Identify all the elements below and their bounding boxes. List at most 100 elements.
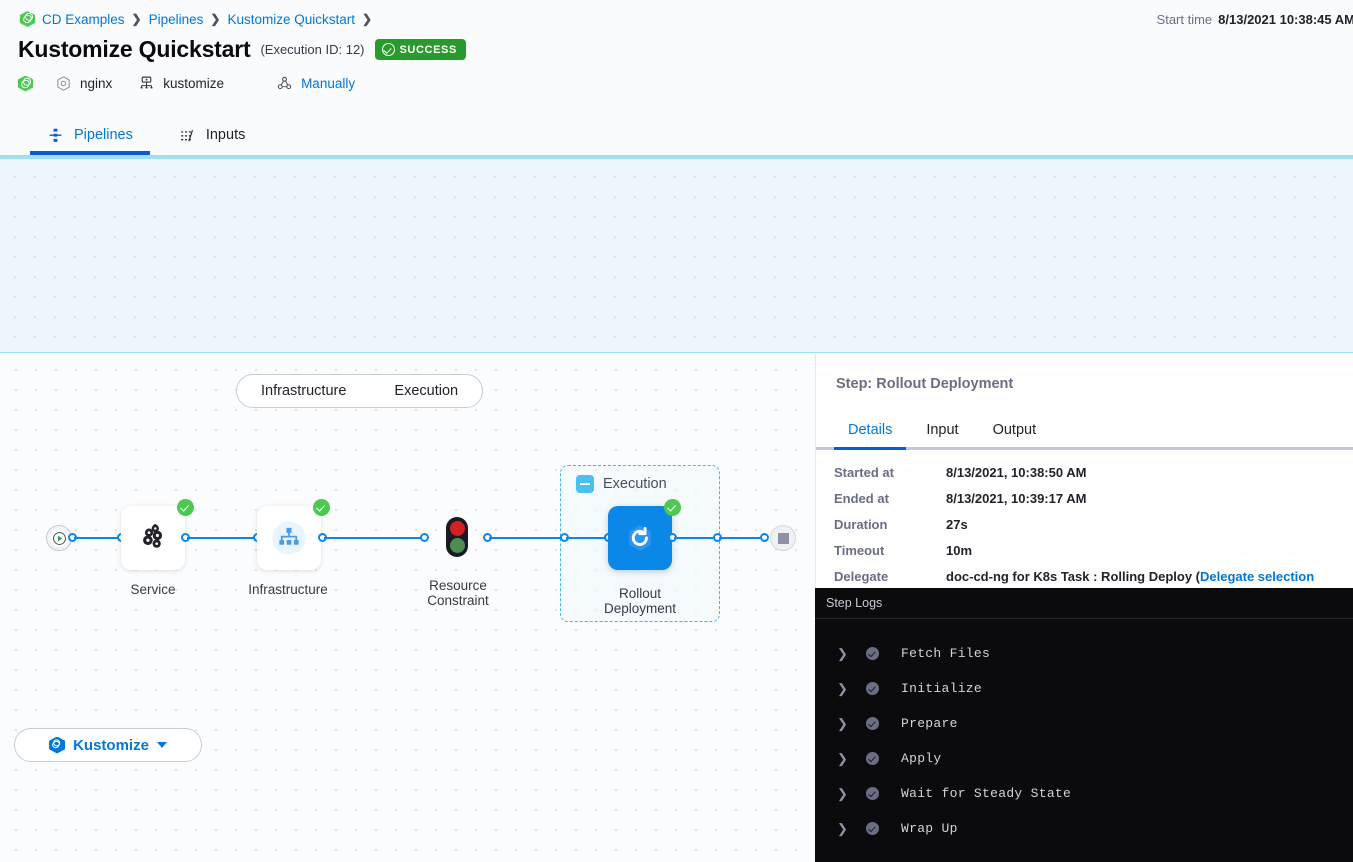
- success-check-icon: [664, 499, 681, 516]
- traffic-light-green-icon: [449, 538, 465, 553]
- status-badge-label: SUCCESS: [399, 43, 457, 56]
- meta-environment-label: kustomize: [163, 76, 225, 91]
- edge: [674, 537, 716, 539]
- step-logs-header: Step Logs: [815, 588, 1353, 619]
- tab-inputs[interactable]: Inputs: [162, 116, 263, 154]
- execution-node-infrastructure[interactable]: [257, 499, 330, 570]
- log-row[interactable]: ❯ Fetch Files: [815, 636, 1353, 671]
- detail-value-timeout: 10m: [946, 543, 973, 558]
- chevron-right-icon[interactable]: ❯: [837, 680, 848, 696]
- success-check-icon: [866, 682, 879, 695]
- edge: [719, 537, 764, 539]
- rollout-icon: [629, 525, 651, 551]
- meta-row: nginx kustomize Manually: [18, 75, 355, 92]
- log-row-label: Initialize: [901, 681, 983, 696]
- edge: [566, 537, 608, 539]
- detail-key-ended-at: Ended at: [834, 491, 889, 506]
- success-check-icon: [866, 822, 879, 835]
- execution-end-node: [770, 525, 796, 551]
- detail-row: Started at 8/13/2021, 10:38:50 AM: [834, 464, 1344, 481]
- detail-key-timeout: Timeout: [834, 543, 885, 558]
- breadcrumb-item-pipelines[interactable]: Pipelines: [148, 11, 204, 27]
- edge: [74, 537, 120, 539]
- detail-value-ended-at: 8/13/2021, 10:39:17 AM: [946, 491, 1087, 506]
- execution-node-rollout-deployment[interactable]: [608, 499, 681, 570]
- step-detail-tabs: Details Input Output: [816, 414, 1353, 450]
- execution-id: (Execution ID: 12): [260, 42, 365, 57]
- page-header: CD Examples ❯ Pipelines ❯ Kustomize Quic…: [0, 0, 1353, 155]
- stage-selector-label: Kustomize: [73, 736, 149, 754]
- pipeline-canvas[interactable]: Kustomize: [0, 155, 1353, 453]
- harness-hex-icon: [49, 736, 66, 754]
- detail-value-started-at: 8/13/2021, 10:38:50 AM: [946, 465, 1087, 480]
- tab-details[interactable]: Details: [834, 414, 907, 450]
- stage-selector-button[interactable]: Kustomize: [14, 728, 202, 762]
- detail-key-duration: Duration: [834, 517, 888, 532]
- traffic-light-red-icon: [449, 521, 465, 536]
- log-row[interactable]: ❯ Prepare: [815, 706, 1353, 741]
- meta-trigger-label: Manually: [301, 76, 356, 91]
- execution-group-header[interactable]: Execution: [576, 475, 667, 493]
- edge: [187, 537, 259, 539]
- step-logs-panel: Step Logs ❯ Fetch Files ❯ Initialize ❯ P…: [815, 588, 1353, 862]
- pipeline-icon: [49, 128, 62, 142]
- chevron-down-icon: [156, 742, 167, 748]
- infrastructure-icon: [272, 521, 306, 555]
- execution-canvas[interactable]: Kustomize Infrastructure Execution Execu…: [0, 354, 816, 862]
- breadcrumb-item-cd-examples[interactable]: CD Examples: [42, 11, 125, 27]
- log-row[interactable]: ❯ Apply: [815, 741, 1353, 776]
- segment-infrastructure[interactable]: Infrastructure: [261, 383, 347, 399]
- chevron-right-icon[interactable]: ❯: [837, 785, 848, 801]
- execution-node-label-service: Service: [130, 582, 176, 597]
- breadcrumb-item-kustomize-quickstart[interactable]: Kustomize Quickstart: [227, 11, 355, 27]
- detail-key-delegate: Delegate: [834, 569, 889, 584]
- stage-selector-row: Kustomize: [0, 708, 816, 768]
- step-logs-list: ❯ Fetch Files ❯ Initialize ❯ Prepare ❯ A…: [815, 619, 1353, 846]
- meta-item-trigger[interactable]: Manually: [276, 75, 355, 92]
- detail-row: Timeout 10m: [834, 542, 1344, 559]
- chevron-right-icon[interactable]: ❯: [837, 750, 848, 766]
- stop-icon: [777, 532, 789, 544]
- title-row: Kustomize Quickstart (Execution ID: 12) …: [18, 36, 466, 63]
- chevron-right-icon[interactable]: ❯: [837, 715, 848, 731]
- tab-inputs-label: Inputs: [205, 127, 246, 143]
- execution-node-resource-constraint[interactable]: [446, 517, 468, 557]
- breadcrumb-chevron-icon: ❯: [210, 12, 221, 26]
- breadcrumb-chevron-icon: ❯: [131, 12, 142, 26]
- success-check-icon: [177, 499, 194, 516]
- log-row[interactable]: ❯ Wait for Steady State: [815, 776, 1353, 811]
- breadcrumb-chevron-icon: ❯: [362, 12, 373, 26]
- log-row-label: Prepare: [901, 716, 958, 731]
- detail-row: Duration 27s: [834, 516, 1344, 533]
- log-row[interactable]: ❯ Wrap Up: [815, 811, 1353, 846]
- detail-value-duration: 27s: [946, 517, 968, 532]
- stage-section-toggle: Infrastructure Execution: [236, 374, 484, 408]
- chevron-right-icon[interactable]: ❯: [837, 820, 848, 836]
- detail-key-started-at: Started at: [834, 465, 894, 480]
- execution-node-service[interactable]: [121, 499, 194, 570]
- page-title: Kustomize Quickstart: [18, 36, 251, 62]
- status-badge: SUCCESS: [374, 39, 466, 60]
- meta-service-label: nginx: [80, 76, 113, 91]
- step-detail-title: Step: Rollout Deployment: [836, 376, 1014, 392]
- harness-hex-icon: [18, 75, 33, 92]
- tab-output[interactable]: Output: [992, 422, 1037, 438]
- tab-pipelines-label: Pipelines: [74, 127, 133, 143]
- chevron-right-icon[interactable]: ❯: [837, 645, 848, 661]
- tab-input[interactable]: Input: [926, 422, 959, 438]
- collapse-group-icon[interactable]: [576, 475, 594, 493]
- delegate-text: doc-cd-ng for K8s Task : Rolling Deploy …: [946, 569, 1200, 584]
- service-hex-icon: [57, 76, 70, 91]
- segment-execution[interactable]: Execution: [394, 383, 459, 399]
- success-check-icon: [313, 499, 330, 516]
- breadcrumb: CD Examples ❯ Pipelines ❯ Kustomize Quic…: [20, 11, 372, 27]
- edge-dot: [420, 533, 429, 542]
- meta-item-environment: kustomize: [138, 75, 224, 92]
- service-icon: [143, 523, 163, 548]
- log-row-label: Apply: [901, 751, 942, 766]
- tab-pipelines[interactable]: Pipelines: [30, 116, 150, 155]
- log-row[interactable]: ❯ Initialize: [815, 671, 1353, 706]
